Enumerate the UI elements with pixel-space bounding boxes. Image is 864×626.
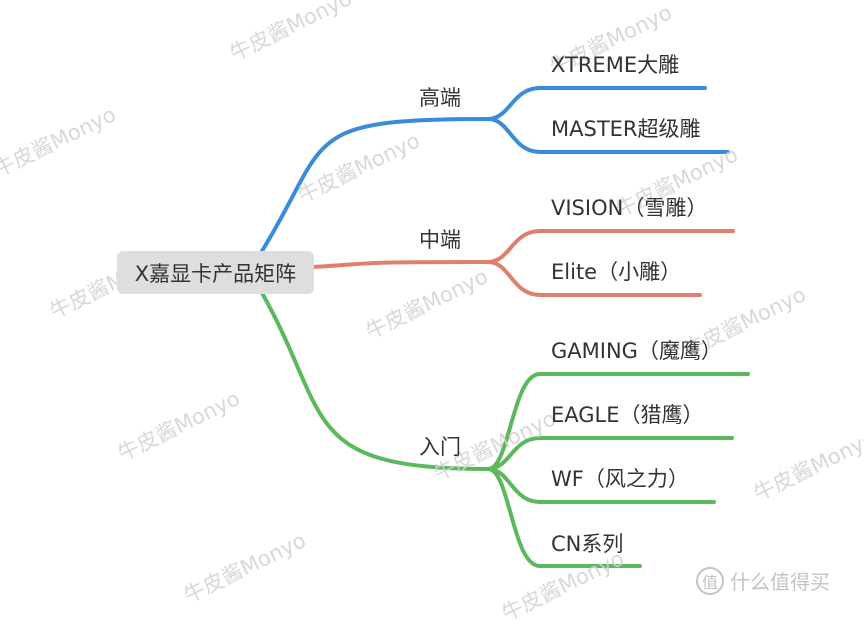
leaf-label[interactable]: Elite（小雕） <box>551 260 682 284</box>
logo-text: 什么值得买 <box>730 570 830 594</box>
leaf-label[interactable]: GAMING（魔鹰） <box>551 339 722 363</box>
leaf-edge <box>486 372 750 471</box>
branch-label-high-end[interactable]: 高端 <box>419 86 461 110</box>
site-logo: 值 什么值得买 <box>696 566 830 595</box>
root-node[interactable]: X嘉显卡产品矩阵 <box>117 251 314 294</box>
leaf-edge <box>486 117 730 154</box>
leaf-label[interactable]: EAGLE（猎鹰） <box>551 403 704 427</box>
leaf-edge <box>486 436 734 471</box>
branch-label-mid-range[interactable]: 中端 <box>419 228 461 252</box>
leaf-label[interactable]: WF（风之力） <box>551 467 689 491</box>
mind-map-edges <box>260 86 750 568</box>
leaf-label[interactable]: XTREME大雕 <box>551 53 680 77</box>
branch-edge <box>260 117 490 253</box>
leaf-edge <box>486 229 735 264</box>
leaf-edge <box>486 260 702 297</box>
leaf-label[interactable]: MASTER超级雕 <box>551 117 701 141</box>
leaf-label[interactable]: VISION（雪雕） <box>551 196 708 220</box>
leaf-edge <box>486 467 642 568</box>
leaf-edge <box>486 86 707 121</box>
leaf-label[interactable]: CN系列 <box>551 532 624 556</box>
logo-badge-icon: 值 <box>696 566 724 595</box>
branch-edge <box>260 291 490 471</box>
branch-edge <box>310 260 490 269</box>
branch-label-entry[interactable]: 入门 <box>419 435 461 459</box>
